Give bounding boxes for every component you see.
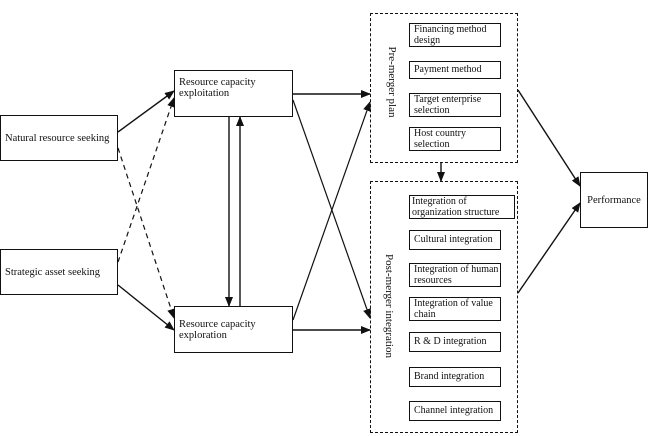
post-merger-item: R & D integration bbox=[409, 332, 501, 352]
pre-merger-item: Target enterprise selection bbox=[409, 93, 501, 117]
arrow-exploitation-to-post-merger bbox=[292, 99, 371, 319]
post-merger-item: Channel integration bbox=[409, 401, 501, 421]
post-merger-item: Cultural integration bbox=[409, 230, 501, 250]
pre-merger-plan-group bbox=[370, 13, 518, 163]
resource-capacity-exploration-label: Resource capacity exploration bbox=[179, 319, 256, 341]
pre-merger-item: Host country selection bbox=[409, 127, 501, 151]
resource-capacity-exploration-box: Resource capacity exploration bbox=[174, 306, 293, 353]
arrow-pre-merger-to-performance bbox=[517, 89, 581, 187]
performance-label: Performance bbox=[587, 194, 641, 206]
pre-merger-plan-title: Pre-merger plan bbox=[386, 46, 398, 118]
post-merger-item: Integration of human resources bbox=[409, 263, 501, 287]
post-merger-item: Brand integration bbox=[409, 367, 501, 387]
natural-resource-seeking-box: Natural resource seeking bbox=[0, 115, 118, 161]
pre-merger-item: Financing method design bbox=[409, 23, 501, 47]
arrow-exploration-to-pre-merger bbox=[292, 101, 371, 321]
pre-merger-item: Payment method bbox=[409, 61, 501, 79]
post-merger-integration-title: Post-merger integration bbox=[383, 254, 395, 358]
arrow-strategic-to-exploration bbox=[117, 284, 175, 331]
post-merger-integration-group bbox=[370, 181, 518, 433]
resource-capacity-exploitation-box: Resource capacity exploitation bbox=[174, 70, 293, 117]
strategic-asset-seeking-label: Strategic asset seeking bbox=[5, 266, 101, 278]
performance-box: Performance bbox=[580, 172, 648, 228]
arrow-strategic-to-exploitation bbox=[117, 97, 175, 263]
strategic-asset-seeking-box: Strategic asset seeking bbox=[0, 249, 118, 295]
post-merger-item: Integration of organization structure bbox=[409, 195, 515, 219]
resource-capacity-exploitation-label: Resource capacity exploitation bbox=[179, 77, 256, 99]
arrow-natural-to-exploitation bbox=[117, 90, 175, 133]
post-merger-item: Integration of value chain bbox=[409, 297, 501, 321]
arrow-post-merger-to-performance bbox=[517, 202, 581, 294]
arrow-natural-to-exploration bbox=[117, 147, 175, 319]
natural-resource-seeking-label: Natural resource seeking bbox=[5, 132, 110, 144]
